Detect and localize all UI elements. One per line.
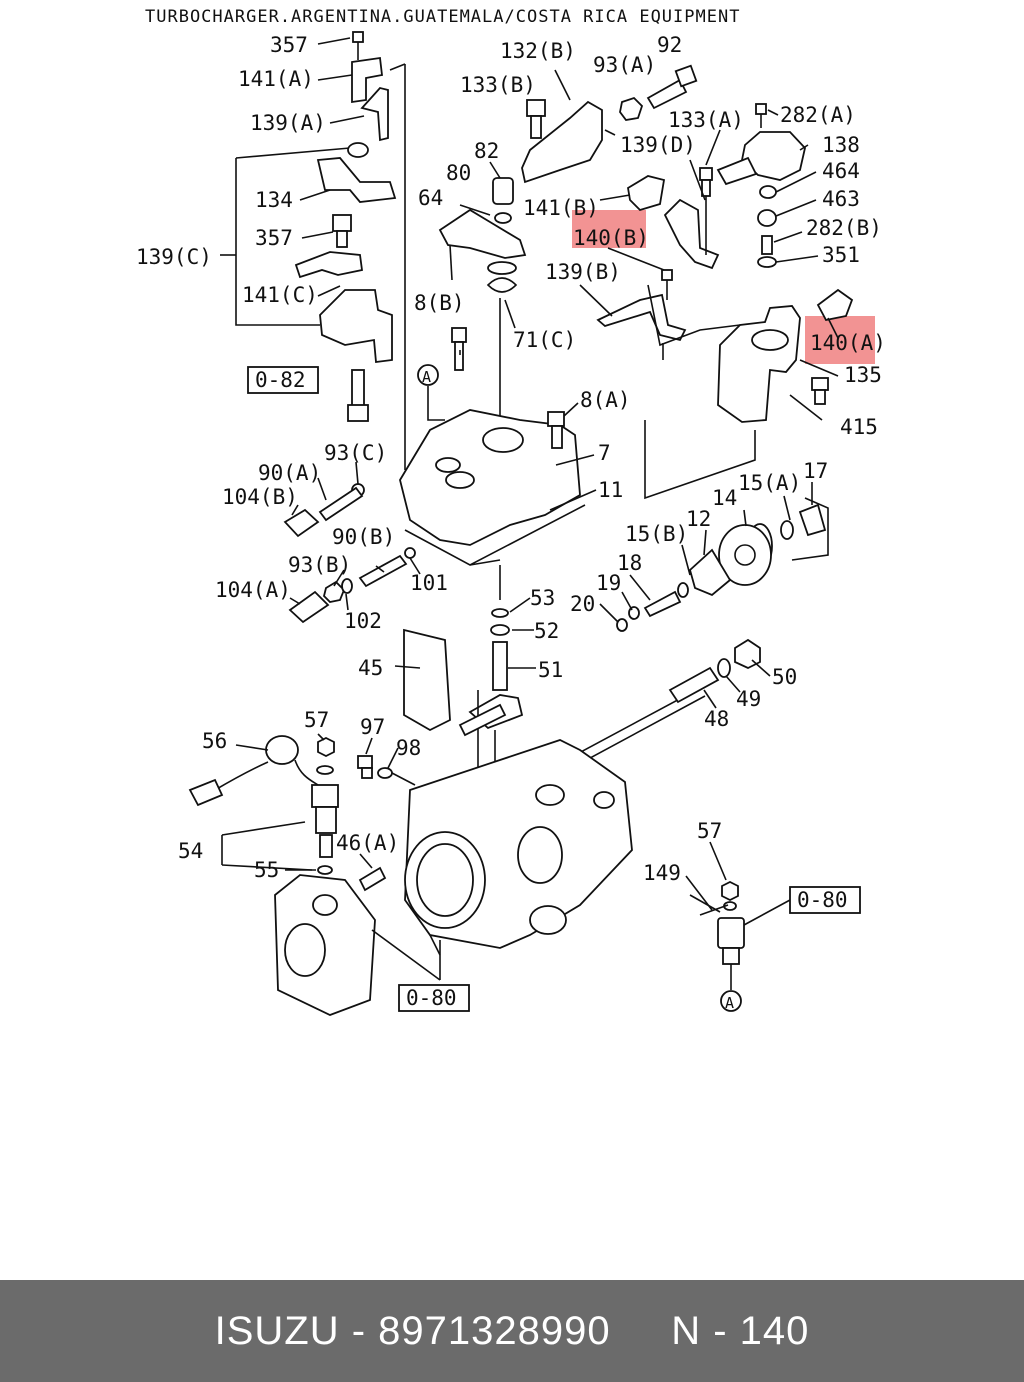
label-139b: 139(B) <box>545 260 621 284</box>
label-463: 463 <box>822 187 860 211</box>
label-50: 50 <box>772 665 797 689</box>
label-139d: 139(D) <box>620 133 696 157</box>
part-labels: 357 141(A) 139(A) 134 357 139(C) 141(C) … <box>136 33 886 1012</box>
label-104a: 104(A) <box>215 578 291 602</box>
ref-circle-a-bottom <box>720 990 742 1012</box>
label-57a: 57 <box>304 708 329 732</box>
label-282a: 282(A) <box>780 103 856 127</box>
label-11: 11 <box>598 478 623 502</box>
exploded-parts-diagram: TURBOCHARGER.ARGENTINA.GUATEMALA/COSTA R… <box>136 7 886 1016</box>
label-135: 135 <box>844 363 882 387</box>
label-52: 52 <box>534 619 559 643</box>
label-64: 64 <box>418 186 443 210</box>
label-133b: 133(B) <box>460 73 536 97</box>
label-138: 138 <box>822 133 860 157</box>
label-54: 54 <box>178 839 203 863</box>
label-55: 55 <box>254 858 279 882</box>
control-shaft <box>403 608 524 840</box>
label-141b: 141(B) <box>523 196 599 220</box>
label-133a: 133(A) <box>668 108 744 132</box>
footer-bar: ISUZU - 8971328990 N - 140 <box>0 1280 1024 1382</box>
sensor-right <box>689 880 791 990</box>
highlight-140a <box>805 316 875 364</box>
label-17: 17 <box>803 459 828 483</box>
label-102: 102 <box>344 609 382 633</box>
label-357a: 357 <box>270 33 308 57</box>
label-45: 45 <box>358 656 383 680</box>
label-8b: 8(B) <box>414 291 465 315</box>
diagram-title: TURBOCHARGER.ARGENTINA.GUATEMALA/COSTA R… <box>145 7 740 27</box>
label-140a: 140(A) <box>810 331 886 355</box>
stop-solenoid-bracket <box>596 103 854 500</box>
bracket-assembly-left <box>220 31 406 470</box>
label-282b: 282(B) <box>806 216 882 240</box>
label-141a: 141(A) <box>238 67 314 91</box>
label-53: 53 <box>530 586 555 610</box>
ref-box-080a <box>398 984 470 1012</box>
highlight-140b <box>572 210 646 248</box>
label-82: 82 <box>474 139 499 163</box>
label-90b: 90(B) <box>332 525 395 549</box>
label-51: 51 <box>538 658 563 682</box>
label-ref080b: 0-80 <box>797 888 848 912</box>
label-ref080a: 0-80 <box>406 986 457 1010</box>
label-92: 92 <box>657 33 682 57</box>
label-48: 48 <box>704 707 729 731</box>
label-464: 464 <box>822 159 860 183</box>
label-93b: 93(B) <box>288 553 351 577</box>
pump-housing <box>404 739 633 956</box>
bolt-97 <box>357 755 416 786</box>
label-149: 149 <box>643 861 681 885</box>
footer-text: ISUZU - 8971328990 N - 140 <box>214 1308 810 1353</box>
label-19: 19 <box>596 571 621 595</box>
footer-code: N - 140 <box>671 1308 810 1353</box>
drive-assembly <box>616 497 829 632</box>
label-71c: 71(C) <box>513 328 576 352</box>
label-98: 98 <box>396 736 421 760</box>
label-circle-a1: A <box>422 368 431 386</box>
label-7: 7 <box>598 441 611 465</box>
label-80: 80 <box>446 161 471 185</box>
label-57b: 57 <box>697 819 722 843</box>
bracket-132b <box>521 64 698 184</box>
label-49: 49 <box>736 687 761 711</box>
label-93a: 93(A) <box>593 53 656 77</box>
label-56: 56 <box>202 729 227 753</box>
label-104b: 104(B) <box>222 485 298 509</box>
label-357b: 357 <box>255 226 293 250</box>
label-18: 18 <box>617 551 642 575</box>
ref-box-082 <box>247 366 319 394</box>
ref-box-080b <box>789 886 861 914</box>
label-46a: 46(A) <box>336 831 399 855</box>
label-90a: 90(A) <box>258 461 321 485</box>
label-circle-a2: A <box>725 994 734 1012</box>
label-12: 12 <box>686 507 711 531</box>
label-97: 97 <box>360 715 385 739</box>
label-140b: 140(B) <box>573 226 649 250</box>
label-351: 351 <box>822 243 860 267</box>
label-15b: 15(B) <box>625 522 688 546</box>
governor-lever <box>438 177 527 420</box>
label-101: 101 <box>410 571 448 595</box>
label-134: 134 <box>255 188 293 212</box>
label-139c: 139(C) <box>136 245 212 269</box>
label-141c: 141(C) <box>242 283 318 307</box>
label-ref082: 0-82 <box>255 368 306 392</box>
sensor-assembly <box>188 735 441 1016</box>
label-132b: 132(B) <box>500 39 576 63</box>
label-8a: 8(A) <box>580 388 631 412</box>
label-20: 20 <box>570 592 595 616</box>
footer-part-number: 8971328990 <box>378 1308 611 1353</box>
label-93c: 93(C) <box>324 441 387 465</box>
label-14: 14 <box>712 486 737 510</box>
leader-lines <box>235 37 839 911</box>
label-139a: 139(A) <box>250 111 326 135</box>
footer-brand: ISUZU <box>214 1308 340 1353</box>
ref-circle-a-top <box>417 364 439 386</box>
label-415: 415 <box>840 415 878 439</box>
governor-cover <box>399 386 586 600</box>
label-15a: 15(A) <box>738 471 801 495</box>
